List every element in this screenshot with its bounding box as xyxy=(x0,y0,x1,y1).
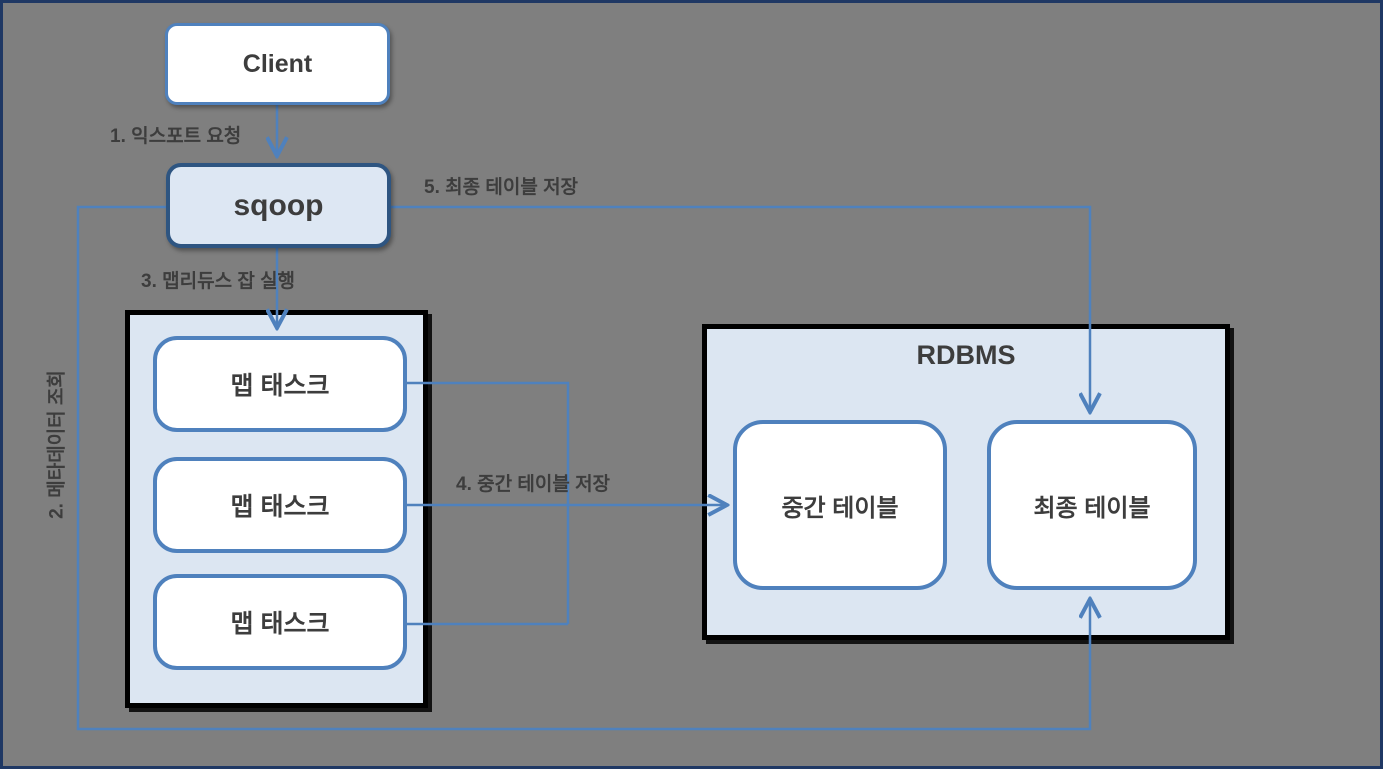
edge-label-step1: 1. 익스포트 요청 xyxy=(110,126,242,147)
sqoop-node: sqoop xyxy=(166,163,391,248)
edge-label-step4: 4. 중간 테이블 저장 xyxy=(456,474,611,495)
map-task-node-3: 맵 태스크 xyxy=(153,574,407,670)
intermediate-table-node: 중간 테이블 xyxy=(733,420,947,590)
edge-maptask-feeders xyxy=(407,381,570,626)
final-table-node: 최종 테이블 xyxy=(987,420,1197,590)
edge-label-step3: 3. 맵리듀스 잡 실행 xyxy=(141,271,296,292)
map-task-node-2: 맵 태스크 xyxy=(153,457,407,553)
rdbms-label: RDBMS xyxy=(916,340,1016,370)
client-node: Client xyxy=(165,23,390,105)
edge-label-step5: 5. 최종 테이블 저장 xyxy=(424,177,579,198)
edge-label-step2: 2. 메타데이터 조회 xyxy=(46,370,68,519)
map-task-node-1: 맵 태스크 xyxy=(153,336,407,432)
